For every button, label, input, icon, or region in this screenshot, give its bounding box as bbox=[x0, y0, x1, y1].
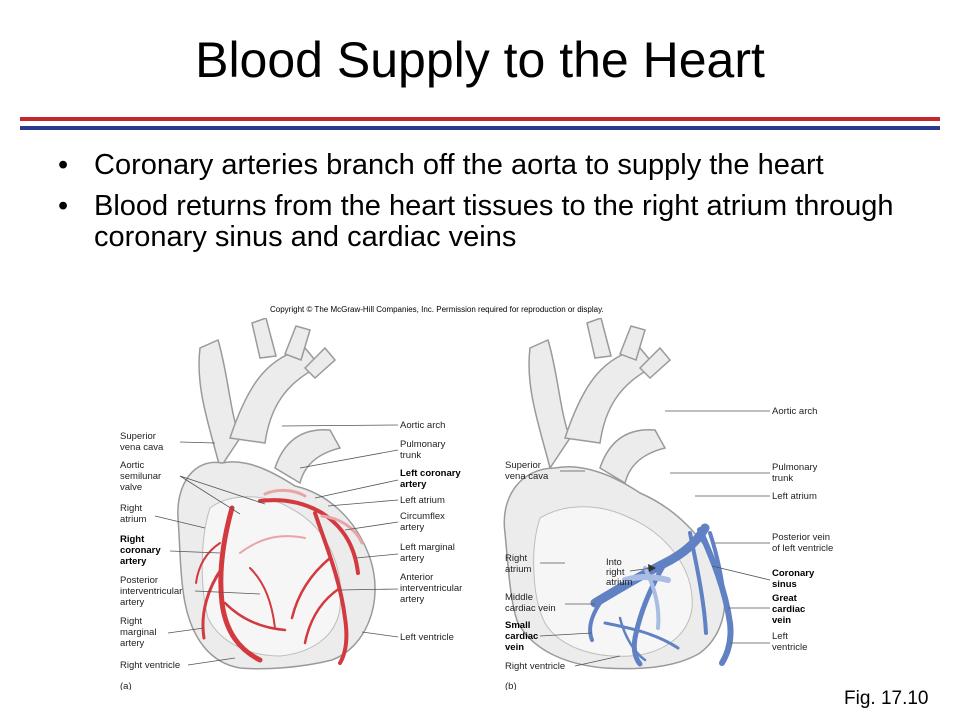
title-divider-blue bbox=[20, 126, 940, 130]
bullet-marker: • bbox=[58, 190, 69, 222]
bullet-list: • Coronary arteries branch off the aorta… bbox=[58, 150, 938, 263]
bullet-text: Blood returns from the heart tissues to … bbox=[94, 190, 894, 253]
bullet-item: • Blood returns from the heart tissues t… bbox=[58, 191, 938, 253]
title-divider-red bbox=[20, 117, 940, 121]
label-aortic-arch: Aortic arch bbox=[400, 420, 445, 431]
arrow-icon bbox=[648, 564, 656, 572]
panel-b-illustration bbox=[503, 318, 734, 670]
bullet-item: • Coronary arteries branch off the aorta… bbox=[58, 150, 938, 181]
slide-title: Blood Supply to the Heart bbox=[195, 32, 765, 88]
label-left-atrium: Left atrium bbox=[772, 491, 817, 502]
copyright-notice: Copyright © The McGraw-Hill Companies, I… bbox=[270, 305, 604, 314]
label-right-ventricle: Right ventricle bbox=[505, 661, 565, 672]
figure-reference: Fig. 17.10 bbox=[844, 688, 929, 709]
panel-a-tag: (a) bbox=[120, 681, 132, 690]
bullet-text: Coronary arteries branch off the aorta t… bbox=[94, 149, 824, 181]
label-left-ventricle: Left ventricle bbox=[400, 632, 454, 643]
panel-a-illustration bbox=[177, 318, 376, 670]
label-right-ventricle: Right ventricle bbox=[120, 660, 180, 671]
bullet-marker: • bbox=[58, 149, 69, 181]
label-aortic-arch: Aortic arch bbox=[772, 406, 817, 417]
panel-b-tag: (b) bbox=[505, 681, 517, 690]
label-left-atrium: Left atrium bbox=[400, 495, 445, 506]
